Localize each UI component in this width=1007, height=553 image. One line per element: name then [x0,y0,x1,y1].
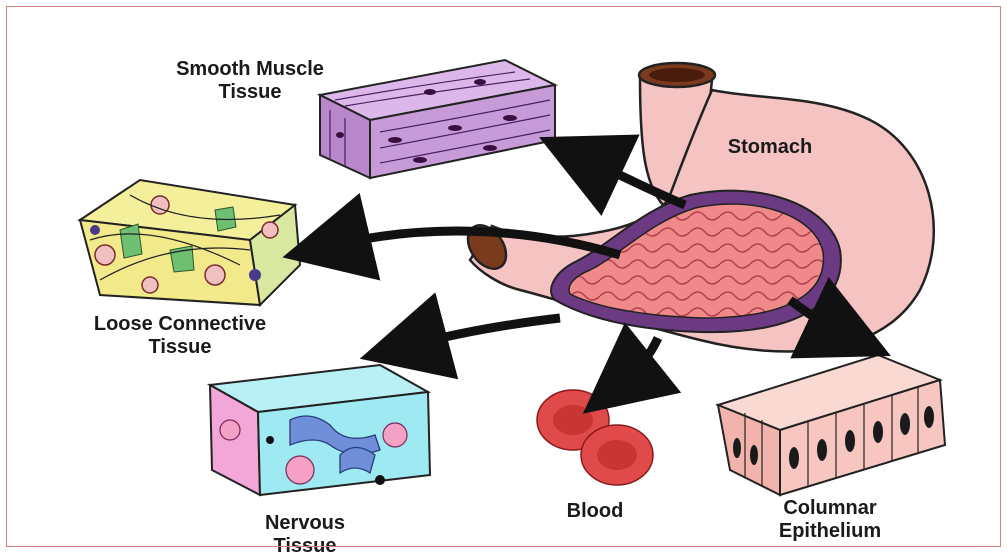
blood-cells [537,390,653,485]
arrow-to-blood [625,338,658,380]
label-blood-text: Blood [545,500,645,523]
label-loose-connective: Loose Connective Tissue [60,313,300,359]
columnar-epithelium-block [718,355,945,495]
label-columnar-line1: Columnar [755,497,905,520]
label-loose-connective-line2: Tissue [60,336,300,359]
label-nervous-line1: Nervous [250,512,360,535]
label-loose-connective-line1: Loose Connective [60,313,300,336]
nervous-block [210,365,430,495]
label-smooth-muscle: Smooth Muscle Tissue [150,58,350,104]
label-blood: Blood [545,500,645,523]
label-smooth-muscle-line2: Tissue [150,81,350,104]
label-stomach: Stomach [715,136,825,159]
arrow-to-nervous [412,318,560,345]
label-columnar: Columnar Epithelium [755,497,905,543]
label-nervous: Nervous Tissue [250,512,360,553]
label-smooth-muscle-line1: Smooth Muscle [150,58,350,81]
loose-connective-block [80,180,300,305]
label-stomach-text: Stomach [715,136,825,159]
label-nervous-line2: Tissue [250,535,360,553]
label-columnar-line2: Epithelium [755,520,905,543]
smooth-muscle-block [320,60,555,178]
